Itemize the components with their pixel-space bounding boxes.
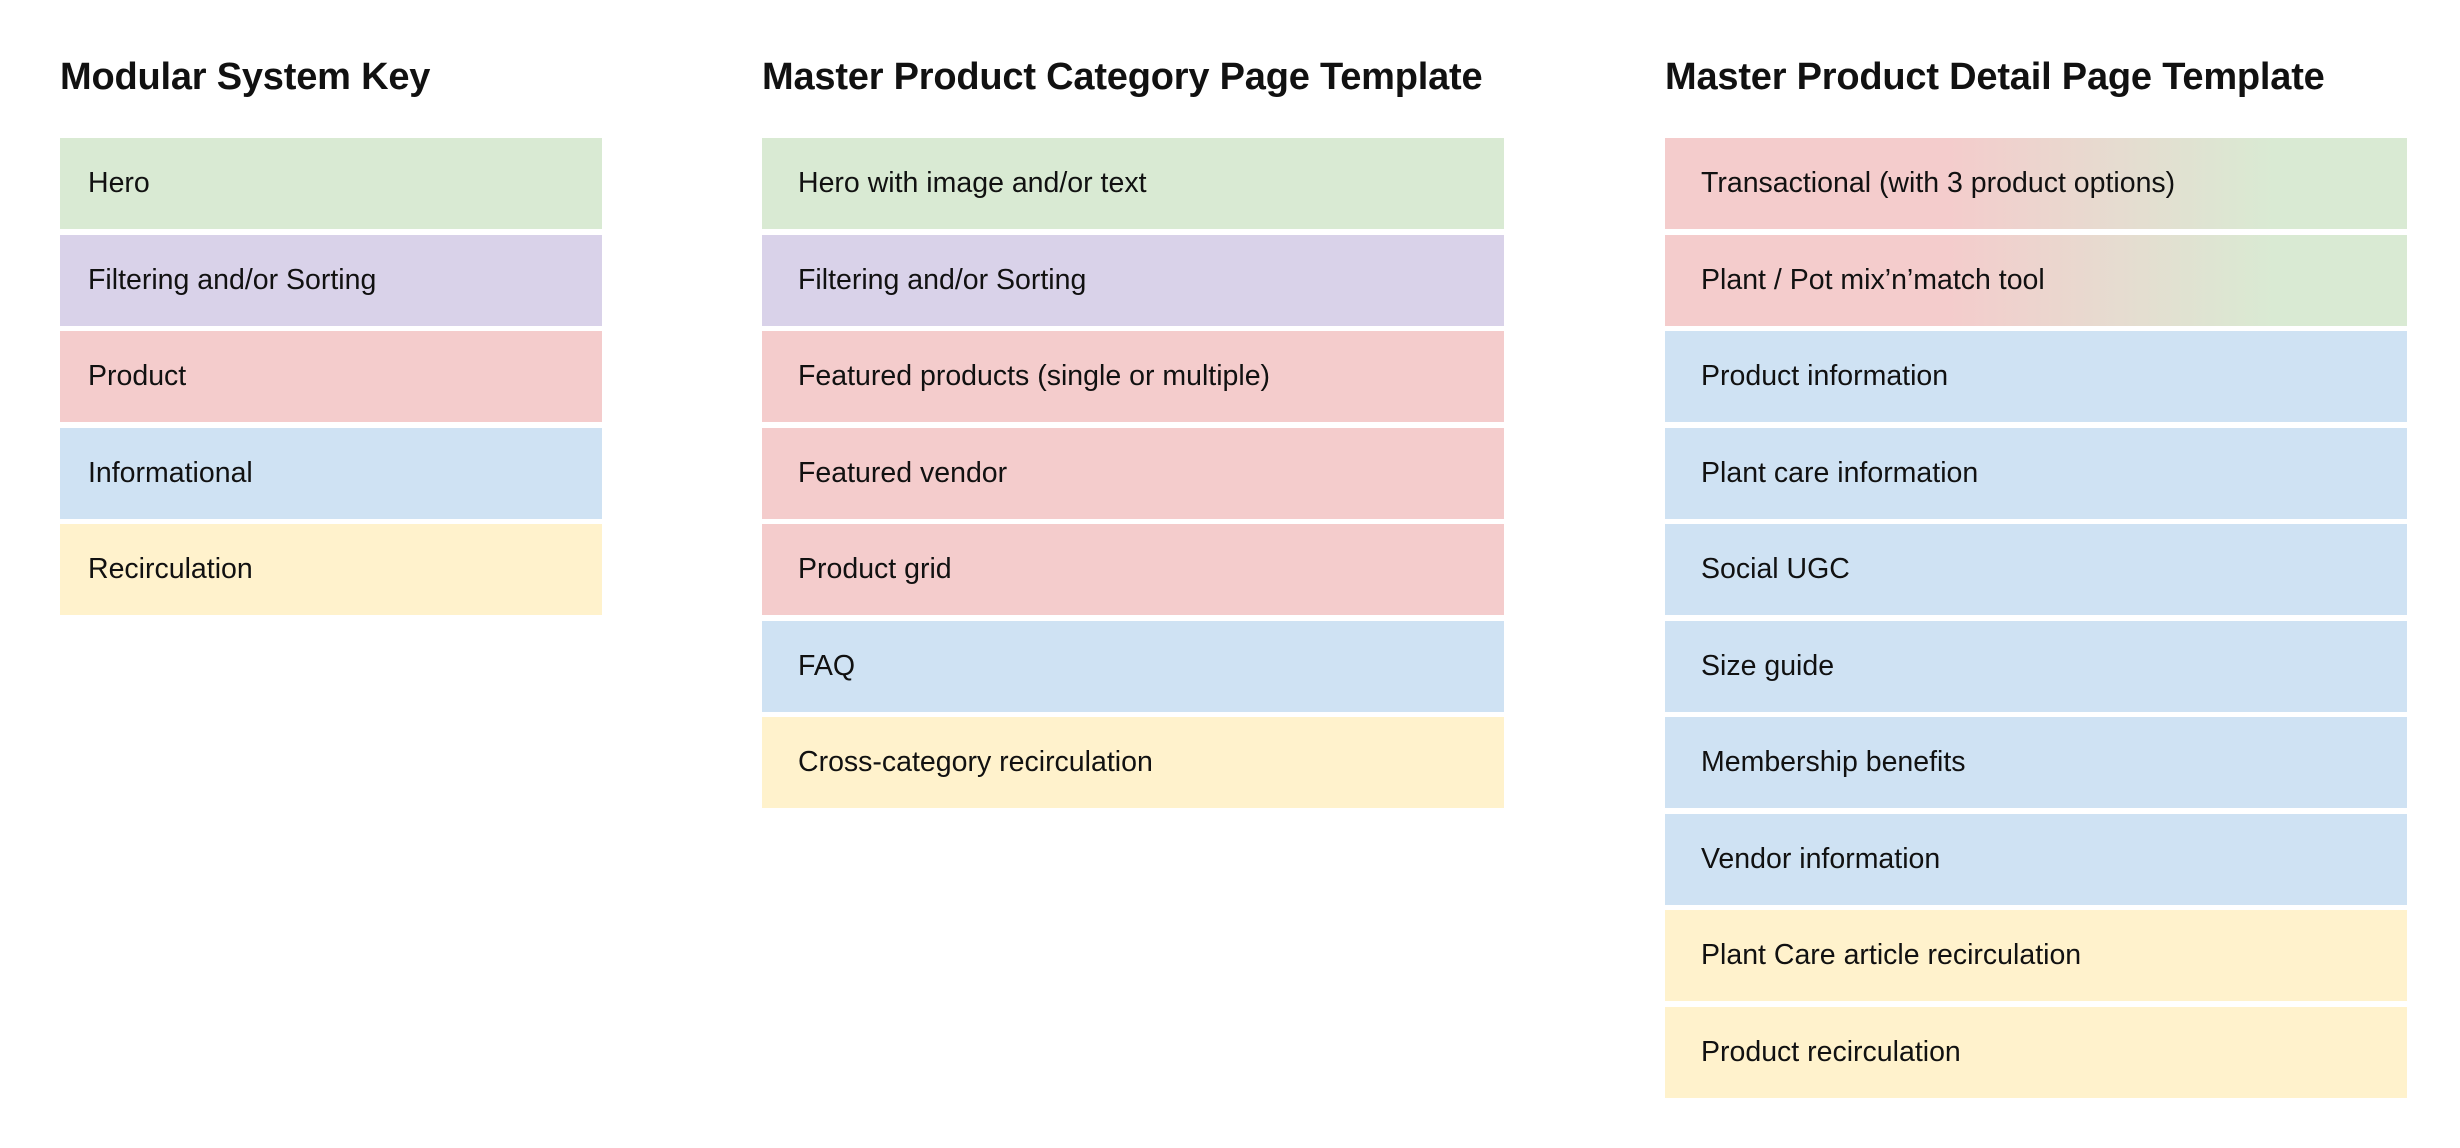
column-title: Modular System Key [60,56,431,98]
block-list: Transactional (with 3 product options)Pl… [1665,138,2407,1103]
module-block-informational: Plant care information [1665,427,2407,519]
module-block-recirculation: Product recirculation [1665,1006,2407,1098]
module-block-filtering: Filtering and/or Sorting [762,234,1504,326]
module-block-informational: Informational [60,427,602,519]
column-title: Master Product Detail Page Template [1665,56,2325,98]
column-title: Master Product Category Page Template [762,56,1483,98]
module-block-informational: Membership benefits [1665,717,2407,808]
module-block-recirculation: Cross-category recirculation [762,717,1504,808]
module-block-informational: Product information [1665,331,2407,422]
module-block-informational: Vendor information [1665,813,2407,905]
module-block-product: Featured products (single or multiple) [762,331,1504,422]
module-block-filtering: Filtering and/or Sorting [60,234,602,326]
module-block-product: Product grid [762,524,1504,615]
module-block-recirculation: Recirculation [60,524,602,615]
module-block-informational: Size guide [1665,620,2407,712]
module-block-product-hero: Transactional (with 3 product options) [1665,138,2407,229]
module-block-product-hero: Plant / Pot mix’n’match tool [1665,234,2407,326]
module-block-product: Product [60,331,602,422]
module-block-informational: Social UGC [1665,524,2407,615]
module-block-informational: FAQ [762,620,1504,712]
module-block-hero: Hero [60,138,602,229]
module-block-recirculation: Plant Care article recirculation [1665,910,2407,1001]
module-block-product: Featured vendor [762,427,1504,519]
module-block-hero: Hero with image and/or text [762,138,1504,229]
